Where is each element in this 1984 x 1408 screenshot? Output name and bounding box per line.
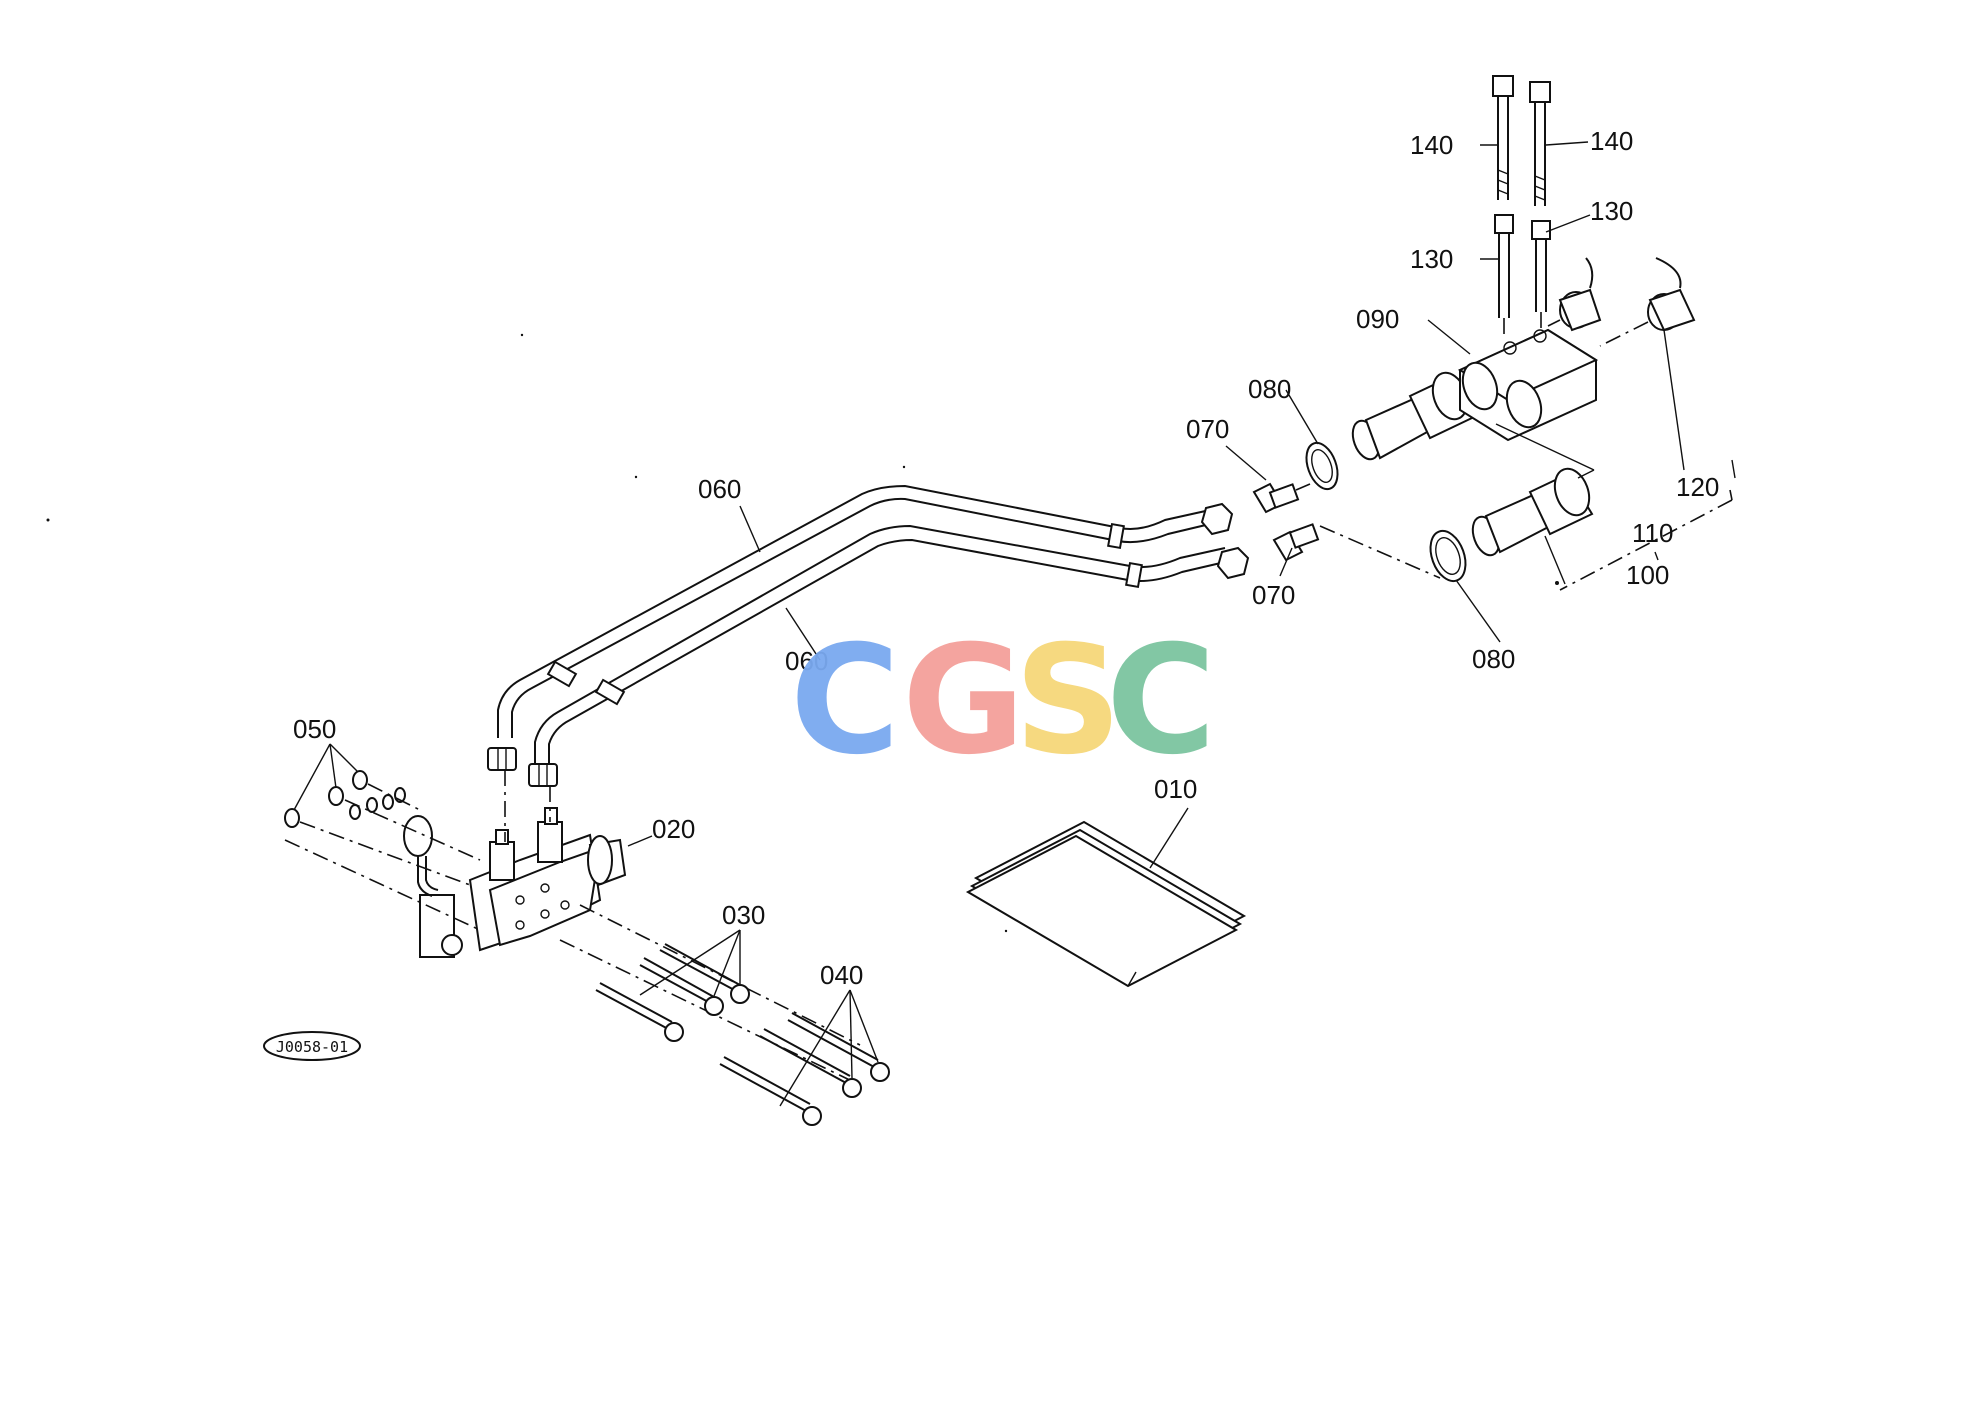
long-bolt-left	[1492, 75, 1514, 200]
pipe-nut-upper-left	[487, 747, 517, 771]
hydraulic-pipe-upper	[497, 484, 1211, 738]
callout-020: 020	[652, 814, 695, 844]
quick-coupler-upper	[1351, 371, 1491, 461]
callout-090: 090	[1356, 304, 1399, 334]
dust-cap-left	[1547, 257, 1602, 332]
callout-110: 110	[1632, 518, 1673, 548]
callout-050: 050	[293, 714, 336, 744]
callout-140-left: 140	[1410, 130, 1453, 160]
tie-bolt-set-030	[595, 943, 750, 1042]
callout-060-upper: 060	[698, 474, 741, 504]
pipe-nut-lower-left	[528, 763, 558, 787]
callout-080-upper: 080	[1248, 374, 1291, 404]
operator-manual	[965, 820, 1247, 988]
adapter-lower	[1272, 523, 1441, 579]
snap-ring-lower	[1429, 529, 1467, 583]
short-bolt-right	[1531, 220, 1551, 332]
pipe-nut-lower-right	[1216, 546, 1250, 580]
callout-070-upper: 070	[1186, 414, 1229, 444]
control-valve	[419, 807, 627, 958]
callout-070-lower: 070	[1252, 580, 1295, 610]
drawing-code-badge: J0058-01	[263, 1031, 361, 1061]
snap-ring-upper	[1305, 441, 1339, 491]
leader-lines	[293, 141, 1736, 1107]
scan-specks	[46, 333, 1559, 933]
callout-030: 030	[722, 900, 765, 930]
washer-set	[284, 770, 481, 886]
watermark-letter-s: S	[1014, 614, 1122, 788]
watermark-letter-g: G	[902, 614, 1025, 788]
callout-120: 120	[1676, 472, 1719, 502]
callout-040: 040	[820, 960, 863, 990]
callout-080-lower: 080	[1472, 644, 1515, 674]
callout-100: 100	[1626, 560, 1669, 590]
short-bolt-left	[1494, 214, 1514, 340]
hydraulic-pipe-lower	[534, 524, 1226, 770]
quick-coupler-lower	[1471, 467, 1594, 585]
callout-010: 010	[1154, 774, 1197, 804]
tie-bolt-set-040	[719, 1012, 890, 1126]
callout-140-right: 140	[1590, 126, 1633, 156]
drawing-code-text: J0058-01	[276, 1038, 348, 1056]
long-bolt-right	[1529, 81, 1551, 206]
callout-130-right: 130	[1590, 196, 1633, 226]
coupler-block	[1457, 328, 1599, 479]
dust-cap-right	[1599, 257, 1696, 347]
watermark-letter-c2: C	[1106, 614, 1216, 788]
watermark-letter-c1: C	[790, 614, 900, 788]
control-lever	[403, 815, 439, 897]
adapter-upper	[1252, 482, 1311, 514]
pipe-nut-upper-right	[1200, 502, 1234, 536]
callout-060-lower: 060	[785, 646, 828, 676]
callout-130-left: 130	[1410, 244, 1453, 274]
callout-labels: 140 140 130 130 090 080 070 070 080 120 …	[293, 126, 1719, 990]
valve-center-lines	[284, 770, 861, 1086]
cgsc-watermark: C G S C	[790, 614, 1216, 788]
